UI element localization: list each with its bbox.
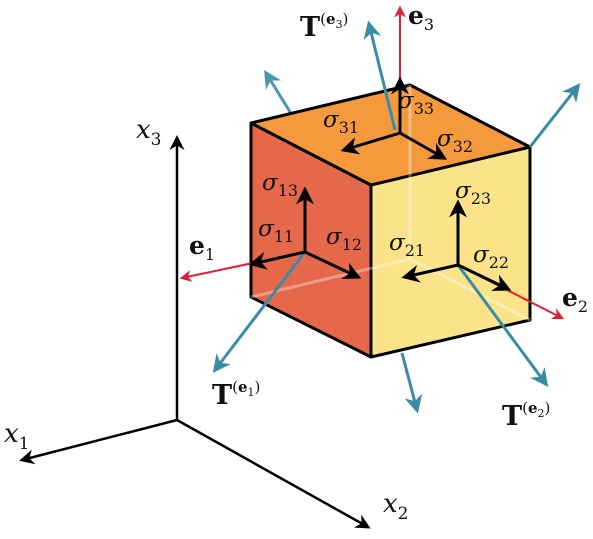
axis-labels: x3 x1 x2: [4, 115, 409, 524]
stress-label-33: σ33: [398, 88, 434, 118]
cube-hidden-edges: [250, 85, 531, 322]
unit-label-e3: e3: [408, 1, 434, 34]
axis-x2-line: [176, 418, 371, 529]
unit-vector-labels: e3 e1 e2: [189, 1, 588, 316]
stress-arrow-32: [399, 131, 448, 160]
unit-label-e1: e1: [189, 231, 215, 264]
stress-label-21: σ21: [389, 230, 425, 260]
stress-arrow-31: [340, 131, 401, 155]
stress-label-11: σ11: [258, 216, 294, 246]
stress-label-31: σ31: [323, 107, 359, 137]
traction-label-e1: T(e1): [212, 378, 260, 411]
traction-labels: T(e3) T(e1) T(e2): [212, 10, 550, 432]
axis-x1-line: [19, 418, 178, 465]
traction-label-e2: T(e2): [502, 399, 550, 432]
traction-arrow-e1: [212, 251, 307, 373]
stress-labels: σ13 σ11 σ12 σ23 σ21 σ22 σ31 σ32 σ33: [258, 88, 509, 272]
unit-label-e2: e2: [562, 283, 588, 316]
stress-label-13: σ13: [262, 170, 298, 200]
stress-arrow-22: [457, 263, 512, 291]
stress-arrow-21: [401, 263, 459, 283]
traction-arrows: [212, 20, 581, 414]
traction-arrow-top-right: [528, 83, 581, 148]
traction-arrow-e2: [456, 264, 549, 387]
stress-arrow-12: [304, 250, 362, 279]
axis-label-x2: x2: [383, 489, 409, 524]
cube: [249, 83, 532, 359]
traction-arrow-e3: [363, 20, 397, 131]
axis-label-x1: x1: [4, 419, 30, 454]
axis-label-x3: x3: [136, 115, 162, 150]
stress-label-23: σ23: [455, 178, 491, 208]
stress-label-22: σ22: [473, 242, 509, 272]
stress-arrow-11: [248, 250, 306, 270]
traction-arrow-bottom: [400, 352, 423, 414]
traction-label-e3: T(e3): [300, 10, 348, 43]
stress-arrows: [248, 76, 512, 291]
stress-label-12: σ12: [326, 224, 362, 254]
stress-label-32: σ32: [437, 126, 473, 156]
coordinate-axes: [19, 135, 371, 529]
